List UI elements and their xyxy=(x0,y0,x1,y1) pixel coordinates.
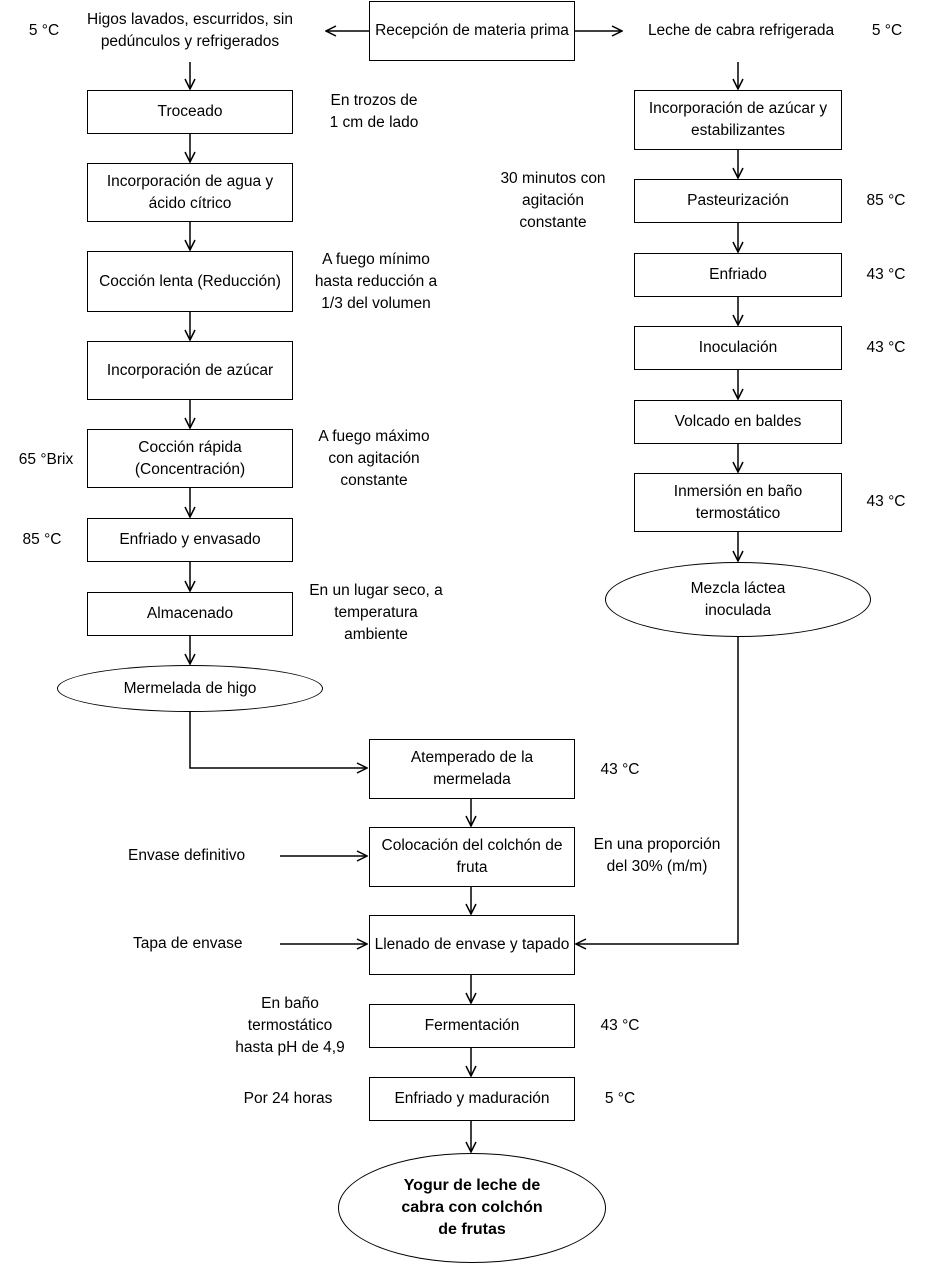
note-leche-temp: 5 °C xyxy=(871,22,903,39)
node-troceado: Troceado xyxy=(87,90,293,134)
node-higos: Higos lavados, escurridos, sin pedúnculo… xyxy=(87,11,293,50)
node-mermelada-higo: Mermelada de higo xyxy=(57,665,323,712)
node-enfriado-envasado: Enfriado y envasado xyxy=(87,518,293,562)
node-colocacion: Colocación del colchón de fruta xyxy=(369,827,575,887)
note-proporcion: En una proporción del 30% (m/m) xyxy=(593,836,721,875)
note-inoculacion-temp: 43 °C xyxy=(866,339,906,356)
note-pasteurizacion-time: 30 minutos con agitación constante xyxy=(500,170,606,231)
note-higos-temp: 5 °C xyxy=(28,22,60,39)
arrow-mezcla-llenado xyxy=(576,637,739,944)
node-coccion-rapida: Cocción rápida (Concentración) xyxy=(87,429,293,488)
note-envase-definitivo: Envase definitivo xyxy=(128,847,246,864)
note-inmersion-temp: 43 °C xyxy=(866,493,906,510)
node-enfriado-maduracion: Enfriado y maduración xyxy=(369,1077,575,1121)
node-yogur: Yogur de leche de cabra con colchón de f… xyxy=(338,1153,606,1263)
node-mezcla: Mezcla láctea inoculada xyxy=(605,562,871,637)
node-inoculacion: Inoculación xyxy=(634,326,842,370)
note-pasteurizacion-temp: 85 °C xyxy=(866,192,906,209)
note-almacenado: En un lugar seco, a temperatura ambiente xyxy=(309,582,443,643)
note-fermentacion-temp: 43 °C xyxy=(600,1017,640,1034)
note-tapa-envase: Tapa de envase xyxy=(133,935,243,952)
node-agua-acido: Incorporación de agua y ácido cítrico xyxy=(87,163,293,222)
node-fermentacion: Fermentación xyxy=(369,1004,575,1048)
note-coccion-rapida-brix: 65 °Brix xyxy=(18,451,74,468)
note-enfriado-envasado-temp: 85 °C xyxy=(22,531,62,548)
node-incorp-azucar-der: Incorporación de azúcar y estabilizantes xyxy=(634,90,842,150)
node-recepcion: Recepción de materia prima xyxy=(369,1,575,61)
note-enfriado-temp: 43 °C xyxy=(866,266,906,283)
node-pasteurizacion: Pasteurización xyxy=(634,179,842,223)
node-leche: Leche de cabra refrigerada xyxy=(647,22,835,39)
note-atemperado-temp: 43 °C xyxy=(600,761,640,778)
node-almacenado: Almacenado xyxy=(87,592,293,636)
node-enfriado-der: Enfriado xyxy=(634,253,842,297)
note-fermentacion-cond: En baño termostático hasta pH de 4,9 xyxy=(235,995,345,1056)
node-incorp-azucar-izq: Incorporación de azúcar xyxy=(87,341,293,400)
note-maduracion-temp: 5 °C xyxy=(604,1090,636,1107)
node-coccion-lenta: Cocción lenta (Reducción) xyxy=(87,251,293,312)
node-atemperado: Atemperado de la mermelada xyxy=(369,739,575,799)
node-llenado: Llenado de envase y tapado xyxy=(369,915,575,975)
note-coccion-lenta: A fuego mínimo hasta reducción a 1/3 del… xyxy=(314,251,438,312)
note-troceado: En trozos de 1 cm de lado xyxy=(329,92,419,131)
node-inmersion: Inmersión en baño termostático xyxy=(634,473,842,532)
note-maduracion-time: Por 24 horas xyxy=(243,1090,333,1107)
note-coccion-rapida: A fuego máximo con agitación constante xyxy=(318,428,430,489)
arrow-mermelada-atemperado xyxy=(189,712,367,768)
node-volcado: Volcado en baldes xyxy=(634,400,842,444)
